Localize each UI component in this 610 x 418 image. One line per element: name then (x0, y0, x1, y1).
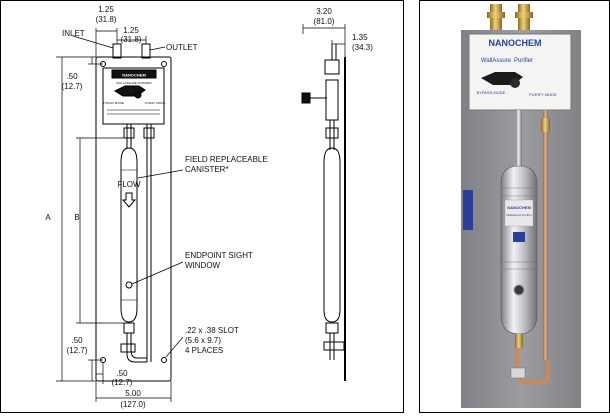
dim-top-mid: 1.25 (123, 26, 139, 35)
dim-bottom-small: .50 (116, 369, 128, 378)
mount-hole (161, 61, 167, 67)
photo-sight-window (513, 284, 525, 296)
front-bypass-text: BYPASS MODE (102, 101, 124, 105)
photo-valve-knob (510, 78, 520, 88)
technical-drawing: NANOCHEM WALLASSURE PURIFIER BYPASS MODE… (0, 0, 404, 413)
photo-purify-mode: PURIFY MODE (529, 92, 557, 97)
dim-side-top-mm: (12.7) (62, 82, 83, 91)
side-view (301, 44, 346, 381)
front-view (95, 43, 172, 382)
callout-canister-2: CANISTER* (185, 165, 229, 174)
front-brand-text: NANOCHEM (122, 73, 146, 78)
photo-product-suffix: Purifier (514, 58, 533, 64)
sight-window (125, 281, 133, 289)
photo-brand: NANOCHEM (489, 38, 542, 48)
dim-bottom-small-mm: (12.7) (112, 378, 133, 387)
callout-sight: ENDPOINT SIGHT (185, 251, 253, 260)
callout-slot-3: 4 PLACES (185, 346, 223, 355)
photo-inlet-tube (516, 110, 522, 172)
photo-outlet-nut (515, 12, 533, 18)
dim-width-mm: (127.0) (120, 400, 146, 409)
flow-label: FLOW (117, 180, 141, 189)
photo-label-plate (468, 33, 572, 111)
photo-bottom-clamp (510, 367, 526, 379)
mount-hole (161, 357, 167, 363)
product-photo-panel: NANOCHEM WallAssure Purifier BYPASS MODE… (419, 0, 610, 413)
technical-drawing-panel: NANOCHEM WALLASSURE PURIFIER BYPASS MODE… (0, 0, 404, 413)
inlet-label: INLET (62, 29, 85, 38)
dim-top-left-mm: (31.8) (96, 15, 117, 24)
dim-side-depth: 3.20 (316, 7, 332, 16)
front-brand-box (111, 69, 157, 79)
outlet-nut (143, 127, 155, 139)
side-canister (323, 147, 341, 323)
dim-top-mid-mm: (31.8) (121, 35, 142, 44)
photo-product: WallAssure (481, 58, 512, 64)
side-knob (301, 92, 311, 104)
dim-side-bottom-mm: (12.7) (67, 346, 88, 355)
photo-canister-sticker (513, 232, 525, 242)
dim-side-offset: 1.35 (352, 33, 368, 42)
photo-canister-text: WallAssure Purifier (506, 213, 531, 217)
front-sub-text: WALLASSURE PURIFIER (116, 81, 152, 85)
callout-canister: FIELD REPLACEABLE (185, 155, 268, 164)
dim-a: A (45, 213, 51, 222)
outlet-label: OUTLET (166, 43, 198, 52)
photo-outlet-tube (543, 110, 548, 360)
dim-side-depth-mm: (81.0) (314, 17, 335, 26)
side-clamp (323, 341, 345, 351)
photo-canister-brand: NANOCHEM (507, 205, 531, 210)
front-label-plate (102, 67, 165, 125)
photo-canister-band (500, 187, 538, 197)
bottom-clamp (120, 343, 136, 353)
inlet-nut (123, 127, 135, 139)
front-canister (120, 147, 138, 323)
bottom-bend (126, 353, 147, 363)
dim-side-top: .50 (66, 72, 78, 81)
drawing-frame (0, 0, 404, 413)
photo-bottom-nut (515, 334, 523, 348)
side-valve-body (325, 79, 339, 121)
dim-side-bottom: .50 (71, 336, 83, 345)
callout-slot-2: (5.6 x 9.7) (185, 336, 221, 345)
photo-canister-band (500, 261, 538, 270)
product-photo: NANOCHEM WallAssure Purifier BYPASS MODE… (419, 0, 610, 413)
photo-side-tag (463, 190, 473, 230)
side-dimension-lines (302, 24, 346, 57)
dim-width: 5.00 (125, 389, 141, 398)
photo-outlet-nut-upper (541, 118, 550, 132)
dim-b: B (74, 213, 79, 222)
flow-arrow (121, 192, 137, 208)
front-valve-knob (134, 91, 142, 99)
side-bottom-nut (325, 322, 339, 334)
photo-bypass-mode: BYPASS MODE (477, 90, 506, 95)
dimension-lines (56, 28, 184, 402)
callout-sight-2: WINDOW (185, 261, 221, 270)
photo-inlet-nut (487, 12, 505, 18)
front-backplate (95, 56, 172, 382)
front-purify-text: PURIFY MODE (145, 101, 166, 105)
bottom-nut (123, 322, 135, 334)
callout-slot: .22 x .38 SLOT (185, 326, 239, 335)
dim-top-left: 1.25 (98, 5, 114, 14)
dim-side-offset-mm: (34.3) (352, 43, 373, 52)
side-nut (325, 127, 339, 139)
photo-canister-label (504, 199, 534, 227)
